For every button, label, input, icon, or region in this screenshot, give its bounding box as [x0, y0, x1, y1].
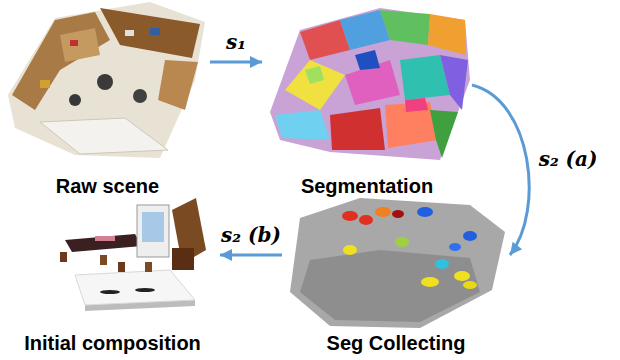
segment: [430, 110, 458, 158]
chair: [145, 262, 152, 272]
caption: Segmentation: [299, 175, 435, 200]
chair: [60, 252, 67, 262]
chair: [100, 255, 107, 265]
grey-floor: [300, 250, 480, 322]
room-chair: [69, 94, 81, 106]
grey-scene: [290, 198, 505, 328]
picture-node: Raw scene: [5, 0, 210, 200]
room-object: [125, 30, 134, 36]
green-segment: [395, 237, 409, 247]
arrow-head: [220, 249, 232, 261]
rug-mark: [100, 290, 120, 294]
yellow-segment: [343, 245, 357, 255]
room-object: [40, 80, 50, 88]
darkred-segment: [392, 210, 404, 218]
edge-label: s₂ (a): [537, 147, 600, 171]
segmentation-picture: [270, 8, 470, 160]
segment: [380, 10, 430, 45]
segment: [330, 108, 385, 150]
yellow-segment: [421, 277, 439, 287]
caption: Raw scene: [54, 175, 161, 200]
room-chair: [97, 74, 113, 90]
room-object: [70, 40, 78, 46]
chair: [118, 262, 125, 272]
table-top-item: [95, 236, 115, 241]
segment: [355, 50, 380, 70]
segment: [285, 60, 345, 110]
picture-node: Segmentation: [262, 0, 472, 200]
room-wall: [12, 12, 110, 110]
raw-scene-picture: [8, 2, 205, 158]
floor-slab: [75, 270, 195, 305]
table: [65, 234, 142, 252]
arrow-connector: [220, 249, 282, 261]
blue-segment: [449, 243, 461, 251]
segment-base: [270, 8, 470, 160]
shelf-panel: [142, 212, 164, 242]
room-object: [150, 28, 160, 35]
caption: Seg Collecting: [325, 332, 468, 357]
arrow-connector: [210, 56, 262, 68]
edge-label: s₁: [224, 30, 248, 54]
cyan-segment: [435, 259, 449, 269]
room-white-desk: [40, 118, 168, 154]
rug-mark: [135, 288, 155, 292]
red-segment: [342, 211, 358, 221]
shelf: [137, 205, 169, 257]
blue-segment: [463, 231, 477, 241]
yellow-segment: [454, 271, 470, 281]
picture-node: Initial composition: [5, 195, 220, 357]
caption: Initial composition: [22, 332, 203, 357]
room-desk: [100, 8, 200, 58]
segment: [305, 66, 324, 84]
room-floor: [8, 2, 205, 158]
seg-collecting-picture: [290, 198, 505, 328]
yellow-segment: [463, 281, 477, 289]
segment: [428, 14, 466, 55]
room-chair: [133, 89, 147, 103]
room-cabinet: [158, 60, 198, 110]
orange-segment: [375, 207, 391, 217]
blue-segment: [417, 207, 433, 217]
arrow-head: [250, 56, 262, 68]
red-segment: [359, 215, 373, 225]
arrow-head: [510, 242, 522, 255]
initial-composition-picture: [60, 198, 206, 311]
cabinet: [172, 248, 194, 270]
edge-label: s₂ (b): [219, 223, 283, 247]
arrow-connector: [472, 85, 529, 255]
room-shelf: [60, 28, 100, 62]
picture-node: Seg Collecting: [282, 200, 510, 357]
segment: [440, 55, 468, 110]
segment: [405, 98, 428, 112]
arrow-line: [472, 85, 529, 255]
segment: [275, 110, 330, 140]
